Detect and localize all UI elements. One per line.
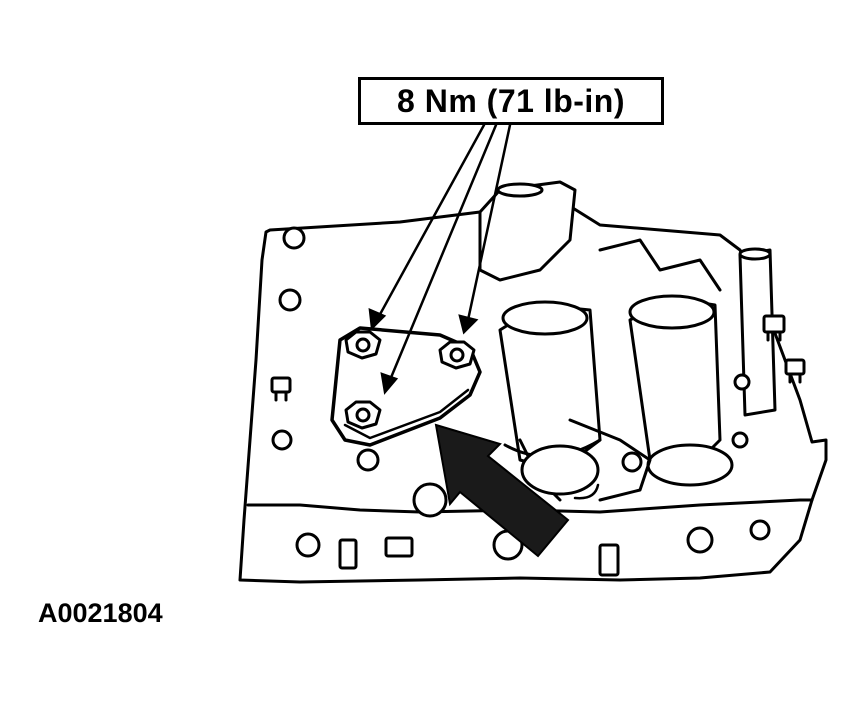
small-bolt xyxy=(784,358,806,384)
channel-cutout xyxy=(598,238,722,292)
bolt-hole xyxy=(621,451,643,473)
leader-line-3 xyxy=(466,123,512,322)
plate-bolt-bottom xyxy=(344,400,382,430)
plate-bolt-right xyxy=(438,340,476,370)
torque-callout: 8 Nm (71 lb-in) xyxy=(358,77,664,125)
spool-valve-left xyxy=(498,300,602,472)
arrowhead xyxy=(380,372,399,395)
spool-valve-right xyxy=(628,294,734,487)
leader-line-1 xyxy=(376,123,486,320)
bolt-hole xyxy=(733,373,751,391)
bolt-hole xyxy=(731,431,749,449)
bolt-hole xyxy=(356,448,380,472)
bolt-hole xyxy=(412,482,448,518)
upper-bore xyxy=(478,180,577,282)
front-slot xyxy=(384,536,414,558)
small-bolt xyxy=(270,376,292,402)
bolt-hole xyxy=(278,288,302,312)
front-slot xyxy=(338,538,358,570)
bolt-hole xyxy=(271,429,293,451)
bolt-hole xyxy=(749,519,771,541)
arrowhead xyxy=(458,314,479,335)
bolt-hole xyxy=(686,526,714,554)
bolt-hole xyxy=(282,226,306,250)
bolt-hole xyxy=(295,532,321,558)
right-tube xyxy=(738,247,777,417)
leader-line-2 xyxy=(388,123,498,382)
torque-spec-text: 8 Nm (71 lb-in) xyxy=(397,82,625,119)
front-slot xyxy=(598,543,620,577)
arrowhead xyxy=(368,308,387,331)
plate-bolt-top-left xyxy=(344,330,382,360)
channel-cutout xyxy=(568,418,652,502)
figure-id: A0021804 xyxy=(38,598,163,628)
direction-arrow-icon xyxy=(434,423,570,558)
lower-bore xyxy=(520,444,600,496)
small-bolt xyxy=(762,314,786,342)
